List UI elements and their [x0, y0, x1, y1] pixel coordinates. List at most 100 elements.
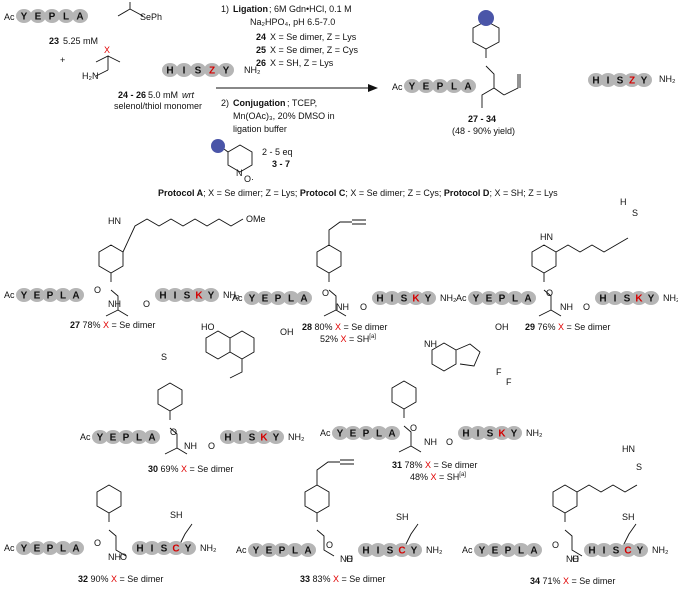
compound-x: X: [563, 576, 569, 586]
c32b-4-bead: [180, 541, 196, 555]
amide-nh: NH: [184, 441, 197, 451]
carbonyl-o2: O: [572, 554, 579, 564]
compound-x: X: [103, 320, 109, 330]
c27b-3-letter: K: [195, 291, 203, 302]
c32a-1-letter: E: [34, 544, 41, 555]
c29b-3-letter: K: [635, 294, 643, 305]
c32b-0-bead: [132, 541, 148, 555]
r23-3-bead: [58, 9, 74, 23]
compound-end: NH₂: [223, 290, 240, 300]
reagent24-wrt: wrt: [182, 90, 194, 100]
carbonyl-o: O: [326, 540, 333, 550]
r24-1-bead: [176, 63, 192, 77]
amide-nh: NH: [424, 437, 437, 447]
c28a-3-letter: L: [288, 294, 294, 305]
row25-text: X = Se dimer, Z = Cys: [270, 45, 359, 55]
c31a-4-letter: A: [388, 429, 395, 440]
c32b-4-letter: Y: [185, 544, 192, 555]
c28a-0-bead: [244, 291, 260, 305]
spin-label-spheres: [211, 10, 494, 153]
carbonyl-o: O: [546, 288, 553, 298]
c32b-3-bead: [168, 541, 184, 555]
carbonyl-o: O: [410, 423, 417, 433]
compound-number: 32: [78, 574, 91, 584]
c30a-4-bead: [144, 430, 160, 444]
fluorescein-oh: OH: [280, 327, 294, 337]
c28b-0-bead: [372, 291, 388, 305]
biotin-s: S: [632, 208, 638, 218]
r23-1-letter: E: [35, 12, 42, 23]
compound-desc: = Se dimer: [187, 464, 233, 474]
nitroxide-n: N: [236, 168, 243, 178]
compound-end: NH₂: [663, 293, 678, 303]
p2-1-bead: [600, 73, 616, 87]
c33b-3-bead: [394, 543, 410, 557]
compound-prefix: Ac: [236, 545, 247, 555]
step1-buffer: Na₂HPO₄, pH 6.5-7.0: [250, 17, 335, 27]
peg-hn: HN: [108, 216, 121, 226]
r24-4-letter: Y: [223, 66, 230, 77]
c29b-4-letter: Y: [648, 294, 655, 305]
c27b-0-letter: H: [159, 291, 166, 302]
r23-2-bead: [44, 9, 60, 23]
step1-text: ; 6M Gdn•HCl, 0.1 M: [269, 4, 352, 14]
p1-0-bead: [404, 79, 420, 93]
compound-end: NH₂: [440, 293, 457, 303]
c31b-3-letter: K: [498, 429, 506, 440]
p2-4-bead: [636, 73, 652, 87]
c29b-2-letter: S: [624, 294, 631, 305]
p2-2-letter: S: [617, 76, 624, 87]
reagent24-end: NH₂: [244, 65, 261, 75]
c31b-0-letter: H: [462, 429, 469, 440]
c30b-2-letter: S: [249, 433, 256, 444]
protocol-c: Protocol C: [300, 188, 346, 198]
c34a-1-bead: [487, 543, 503, 557]
c34b-4-letter: Y: [637, 546, 644, 557]
c27b-0-bead: [155, 288, 171, 302]
c33b-4-bead: [406, 543, 422, 557]
thiourea-s: S: [161, 352, 167, 362]
c27a-2-bead: [42, 288, 58, 302]
compound-number: 30: [148, 464, 161, 474]
c31a-1-bead: [345, 426, 361, 440]
product-prefix: Ac: [392, 82, 403, 92]
reagent24-amine: H₂N: [82, 71, 99, 81]
c28a-3-bead: [283, 291, 299, 305]
svg-text:Protocol A; X = Se dimer; Z =: Protocol A; X = Se dimer; Z = Lys; Proto…: [158, 188, 558, 198]
c34b-3-bead: [620, 543, 636, 557]
c30a-3-letter: L: [136, 433, 142, 444]
r23-4-letter: A: [76, 12, 83, 23]
compound-label: 31 78% X = Se dimer: [392, 460, 477, 470]
p2-0-letter: H: [592, 76, 599, 87]
c30b-0-letter: H: [224, 433, 231, 444]
equivalents: 2 - 5 eq: [262, 147, 293, 157]
c32b-0-letter: H: [136, 544, 143, 555]
c27b-4-bead: [203, 288, 219, 302]
c34a-1-letter: E: [492, 546, 499, 557]
c34a-4-bead: [526, 543, 542, 557]
c28a-1-bead: [257, 291, 273, 305]
compound-number: 27: [70, 320, 83, 330]
reagent23-prefix: Ac: [4, 12, 15, 22]
c32a-1-bead: [29, 541, 45, 555]
nitroxide-o: O·: [244, 174, 254, 184]
compound-number: 31: [392, 460, 405, 470]
c29b-2-bead: [619, 291, 635, 305]
compound-label: 28 80% X = Se dimer: [302, 322, 387, 332]
c28a-2-letter: P: [275, 294, 282, 305]
c30b-0-bead: [220, 430, 236, 444]
c28a-1-letter: E: [262, 294, 269, 305]
c33a-1-letter: E: [266, 546, 273, 557]
compound-label: 30 69% X = Se dimer: [148, 464, 233, 474]
compound-end: NH₂: [200, 543, 217, 553]
c33b-1-letter: I: [377, 546, 380, 557]
compound-yield: 71%: [543, 576, 564, 586]
c27a-0-letter: Y: [21, 291, 28, 302]
compound-yield: 76%: [538, 322, 559, 332]
c27a-0-bead: [16, 288, 32, 302]
